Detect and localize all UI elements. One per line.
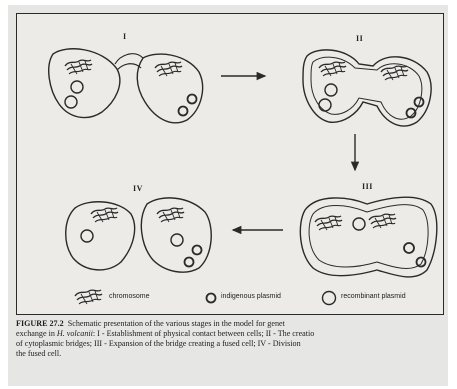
legend-indigenous-plasmid-icon — [205, 292, 217, 304]
legend-chromosome-icon — [74, 289, 103, 305]
caption-title: FIGURE 27.2 — [16, 319, 64, 328]
indigenous-plasmid-icon — [413, 96, 425, 108]
caption-line-2-a: exchange in — [16, 329, 57, 338]
indigenous-plasmid-icon — [415, 256, 427, 268]
indigenous-plasmid-icon — [191, 244, 203, 256]
stage-label-4: IV — [133, 184, 143, 193]
stage-1-cells — [48, 48, 204, 124]
chromosome-icon — [380, 65, 409, 81]
chromosome-icon — [156, 207, 185, 223]
caption-line-3: of cytoplasmic bridges; III - Expansion … — [16, 339, 301, 348]
figure-diagram — [48, 48, 438, 306]
caption-line-4: the fused cell. — [16, 349, 62, 358]
legend-indigenous-label: indigenous plasmid — [221, 293, 281, 300]
indigenous-plasmid-icon — [186, 93, 198, 105]
recombinant-plasmid-icon — [70, 80, 84, 94]
chromosome-icon — [154, 61, 183, 77]
indigenous-plasmid-icon — [177, 105, 189, 117]
caption-line-1: FIGURE 27.2 Schematic presentation of th… — [16, 319, 452, 329]
indigenous-plasmid-icon — [405, 107, 417, 119]
recombinant-plasmid-icon — [352, 217, 366, 231]
indigenous-plasmid-icon — [403, 242, 415, 254]
legend-chromosome-label: chromosome — [109, 293, 150, 300]
recombinant-plasmid-icon — [64, 95, 78, 109]
recombinant-plasmid-icon — [318, 98, 332, 112]
caption-organism: H. volcanii — [56, 329, 93, 338]
indigenous-plasmid-icon — [183, 256, 195, 268]
figure-panel: I II III IV chromosome indigenous plasmi… — [16, 13, 444, 315]
chromosome-icon — [368, 213, 397, 229]
caption-line-1-text: Schematic presentation of the various st… — [67, 319, 285, 328]
stage-2-cells — [302, 49, 432, 127]
caption-line-2-b: : I - Establishment of physical contact … — [92, 329, 315, 338]
chromosome-icon — [314, 215, 343, 231]
stage-3-fused-cell — [299, 196, 438, 278]
stage-label-3: III — [362, 182, 373, 191]
legend-recombinant-plasmid-icon — [321, 290, 337, 306]
recombinant-plasmid-icon — [170, 233, 184, 247]
caption-line-2: exchange in H. volcanii: I - Establishme… — [16, 329, 452, 339]
stage-label-1: I — [123, 32, 127, 41]
recombinant-plasmid-icon — [80, 229, 94, 243]
recombinant-plasmid-icon — [324, 83, 338, 97]
legend-recombinant-label: recombinant plasmid — [341, 293, 406, 300]
stage-4-cells — [65, 197, 212, 273]
figure-caption: FIGURE 27.2 Schematic presentation of th… — [16, 319, 452, 359]
stage-label-2: II — [356, 34, 364, 43]
chromosome-icon — [64, 59, 93, 75]
chromosome-icon — [318, 61, 347, 77]
chromosome-icon — [90, 207, 119, 223]
legend — [74, 289, 337, 306]
